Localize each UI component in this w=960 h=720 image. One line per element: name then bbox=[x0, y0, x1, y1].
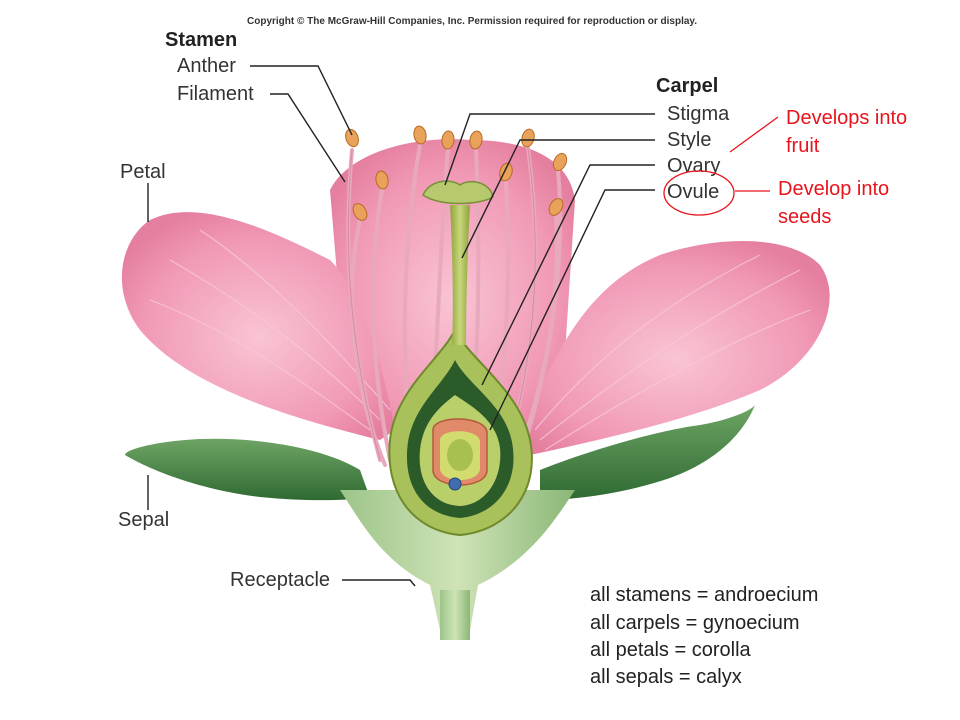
ovary-annotation-line2: fruit bbox=[786, 135, 820, 157]
ovary-annotation-line bbox=[729, 116, 779, 153]
right-sepal bbox=[540, 405, 755, 500]
summary-petals: all petals = corolla bbox=[590, 639, 752, 661]
left-petal bbox=[121, 212, 396, 440]
ovule-highlight-circle bbox=[663, 170, 735, 216]
ovule bbox=[432, 418, 488, 491]
style-label: Style bbox=[667, 129, 711, 151]
ovary-label: Ovary bbox=[667, 155, 720, 177]
back-petal bbox=[330, 139, 575, 431]
ovule-annotation-line2: seeds bbox=[778, 206, 831, 228]
stem bbox=[440, 590, 470, 640]
filament-label: Filament bbox=[177, 83, 254, 105]
left-sepal bbox=[125, 438, 370, 501]
summary-sepals: all sepals = calyx bbox=[590, 666, 742, 688]
leader-lines bbox=[147, 65, 655, 587]
copyright-notice: Copyright © The McGraw-Hill Companies, I… bbox=[247, 16, 697, 27]
ovule-label: Ovule bbox=[667, 181, 719, 203]
style bbox=[450, 205, 470, 345]
stigma-label: Stigma bbox=[667, 103, 730, 125]
summary-stamens: all stamens = androecium bbox=[590, 584, 818, 606]
sepal-label: Sepal bbox=[118, 509, 169, 531]
stamen-heading: Stamen bbox=[165, 29, 237, 51]
petal-label: Petal bbox=[120, 161, 166, 183]
anther-label: Anther bbox=[177, 55, 236, 77]
petal-veins bbox=[149, 229, 811, 451]
anthers bbox=[345, 125, 568, 221]
ovary-annotation-line1: Develops into bbox=[786, 107, 907, 129]
summary-carpels: all carpels = gynoecium bbox=[590, 612, 800, 634]
stigma bbox=[422, 180, 494, 205]
ovule-annotation-line1: Develop into bbox=[778, 178, 889, 200]
receptacle-body bbox=[340, 490, 575, 630]
receptacle-label: Receptacle bbox=[230, 569, 330, 591]
carpel-heading: Carpel bbox=[656, 75, 718, 97]
